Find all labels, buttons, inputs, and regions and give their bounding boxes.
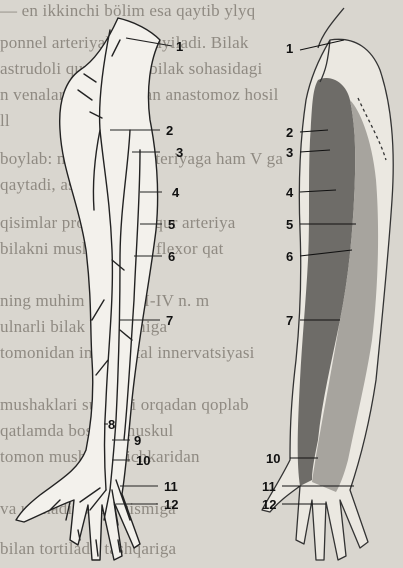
label-4: 4	[172, 186, 179, 199]
label-3: 3	[176, 146, 183, 159]
label-11: 11	[262, 480, 276, 493]
label-5: 5	[168, 218, 175, 231]
right-arm-drawing	[262, 8, 393, 560]
left-arm-drawing	[16, 18, 160, 560]
label-3: 3	[286, 146, 293, 159]
label-1: 1	[176, 40, 183, 53]
label-10: 10	[136, 454, 150, 467]
label-1: 1	[286, 42, 293, 55]
label-2: 2	[166, 124, 173, 137]
label-6: 6	[286, 250, 293, 263]
label-7: 7	[286, 314, 293, 327]
label-5: 5	[286, 218, 293, 231]
left-arm-outline	[16, 18, 160, 560]
label-4: 4	[286, 186, 293, 199]
label-12: 12	[262, 498, 276, 511]
label-12: 12	[164, 498, 178, 511]
label-8: 8	[108, 418, 115, 431]
label-7: 7	[166, 314, 173, 327]
label-2: 2	[286, 126, 293, 139]
label-10: 10	[266, 452, 280, 465]
label-11: 11	[164, 480, 178, 493]
label-9: 9	[134, 434, 141, 447]
label-6: 6	[168, 250, 175, 263]
